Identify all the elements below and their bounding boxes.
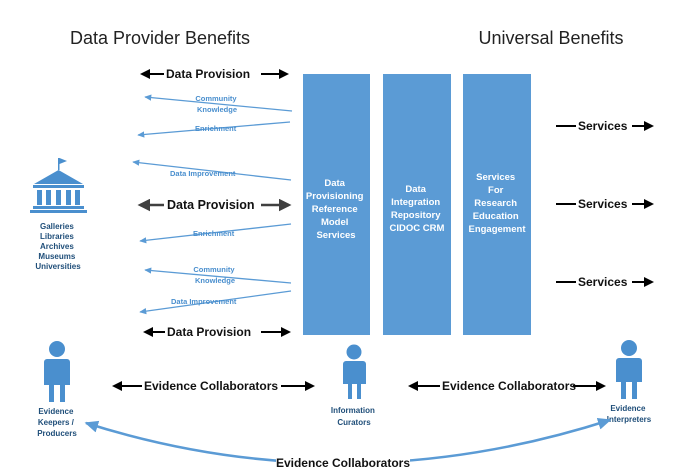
data-provision-label-2: Data Provision bbox=[167, 198, 255, 212]
box-data-integration bbox=[383, 74, 451, 335]
data-provision-label-3: Data Provision bbox=[167, 325, 251, 339]
data-improvement-arrow-2 bbox=[139, 290, 292, 315]
box-services bbox=[463, 74, 531, 335]
provider-types-label: Galleries Libraries Archives Museums Uni… bbox=[35, 222, 81, 271]
box-data-provisioning-label: Data Provisioning Reference Model Servic… bbox=[306, 178, 366, 241]
evidence-collaborators-label-1: Evidence Collaborators bbox=[144, 379, 278, 393]
enrichment-label-1: Enrichment bbox=[195, 124, 237, 133]
services-label-1: Services bbox=[578, 119, 628, 133]
evidence-collaborators-label-3: Evidence Collaborators bbox=[276, 456, 410, 470]
evidence-collaborators-label-2: Evidence Collaborators bbox=[442, 379, 576, 393]
box-data-provisioning bbox=[303, 74, 370, 335]
information-curator-person-icon bbox=[343, 344, 366, 399]
data-improvement-arrow-1 bbox=[132, 159, 292, 181]
data-improvement-label-2: Data Improvement bbox=[171, 297, 237, 306]
evidence-interpreters-label: Evidence Interpreters bbox=[607, 404, 652, 424]
community-knowledge-label-1: Community Knowledge bbox=[195, 94, 238, 114]
header-data-provider-benefits: Data Provider Benefits bbox=[70, 28, 250, 48]
box-data-integration-label: Data Integration Repository CIDOC CRM bbox=[390, 184, 445, 234]
services-label-3: Services bbox=[578, 275, 628, 289]
services-label-2: Services bbox=[578, 197, 628, 211]
curve-label-backdrop bbox=[276, 454, 410, 470]
enrichment-arrow-1 bbox=[137, 121, 291, 138]
evidence-interpreter-person-icon bbox=[616, 340, 642, 399]
evidence-keeper-person-icon bbox=[44, 341, 70, 402]
enrichment-arrow-2 bbox=[139, 223, 292, 244]
evidence-keepers-label: Evidence Keepers / Producers bbox=[37, 407, 77, 438]
institution-building-icon bbox=[30, 158, 87, 213]
community-knowledge-arrow-1 bbox=[144, 94, 293, 112]
header-universal-benefits: Universal Benefits bbox=[478, 28, 623, 48]
community-knowledge-arrow-2 bbox=[144, 267, 292, 284]
data-improvement-label-1: Data Improvement bbox=[170, 169, 236, 178]
enrichment-label-2: Enrichment bbox=[193, 229, 235, 238]
data-provision-label-1: Data Provision bbox=[166, 67, 250, 81]
box-services-label: Services For Research Education Engageme… bbox=[468, 172, 526, 235]
community-knowledge-label-2: Community Knowledge bbox=[193, 265, 236, 285]
information-curators-label: Information Curators bbox=[331, 406, 377, 427]
